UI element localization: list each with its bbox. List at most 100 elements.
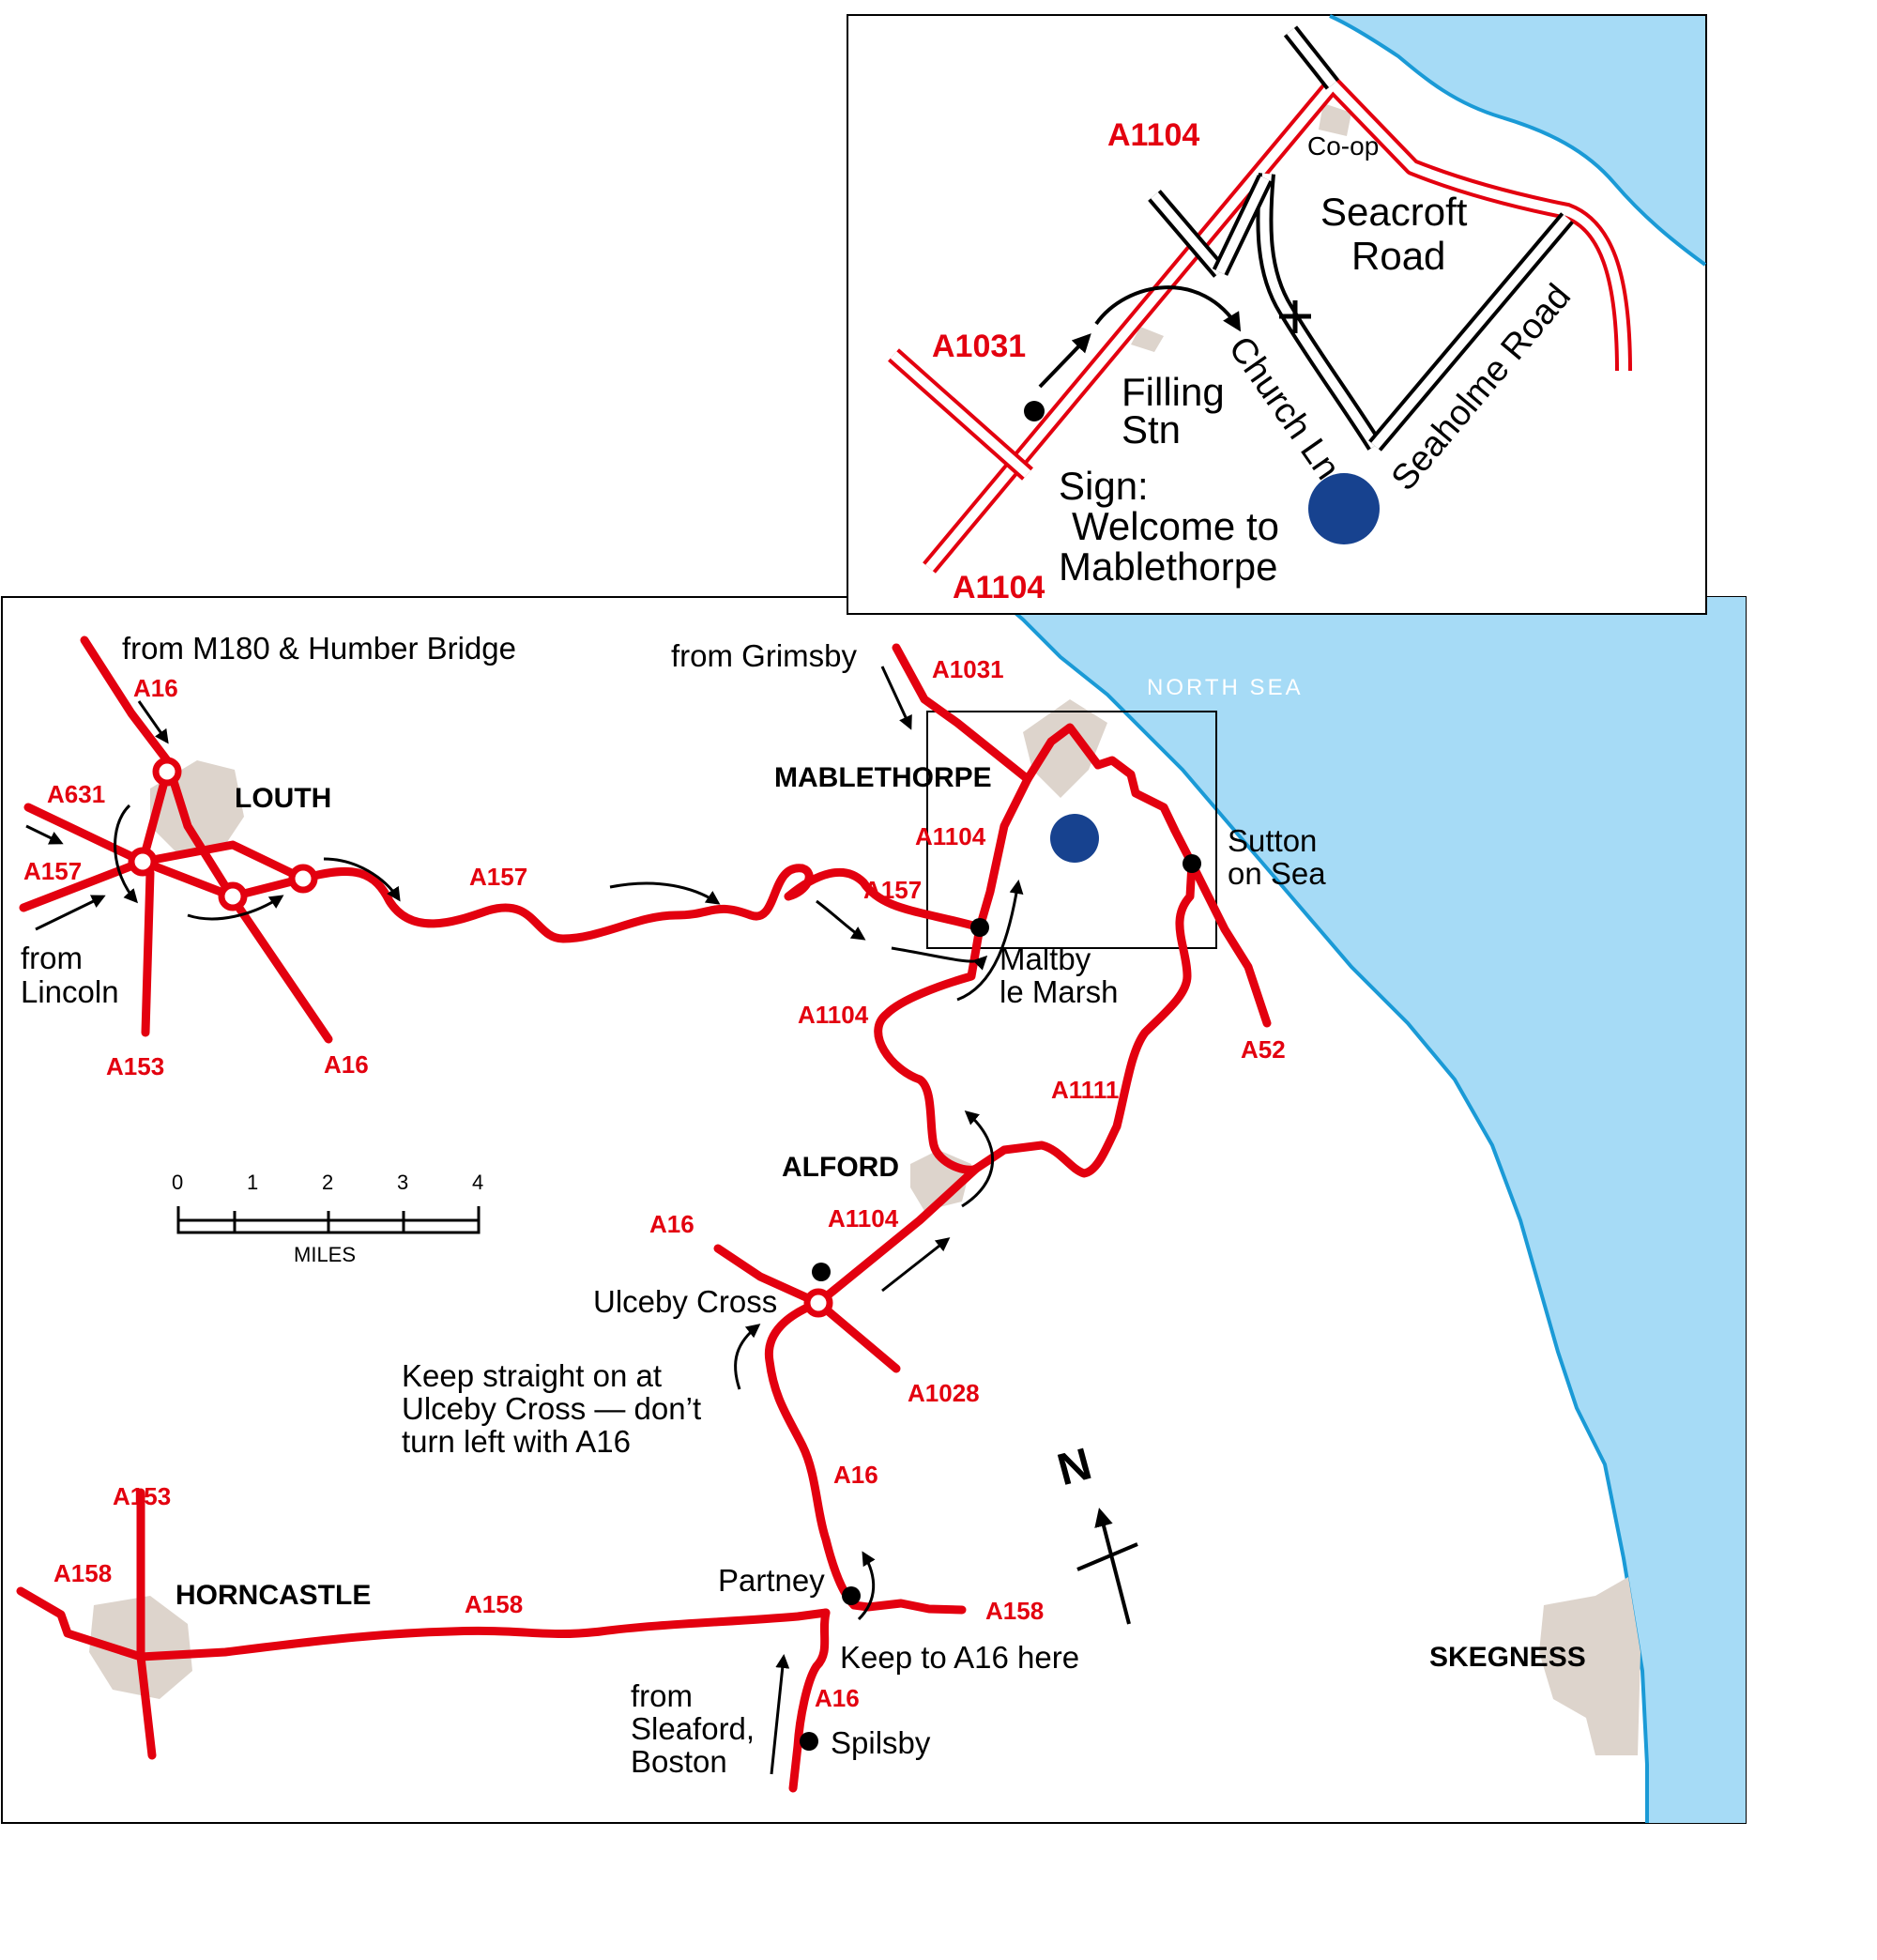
roads	[16, 635, 1272, 1793]
coastline	[995, 595, 1649, 1823]
inset-sea	[1330, 16, 1705, 265]
north-sea	[997, 597, 1746, 1823]
scale-tick-2: 2	[322, 1171, 333, 1194]
road-a1104-mablethorpe	[975, 774, 1032, 932]
road-a631	[23, 803, 147, 866]
road-a157-main	[228, 864, 984, 943]
inset-label-a1104-bottom: A1104	[953, 570, 1045, 605]
road-labels: A16 A631 A157 A153 A16 A157 A157 A1031 A…	[23, 655, 1286, 1712]
road-a16-north	[80, 635, 333, 1044]
road-label-a153-horn: A153	[113, 1482, 171, 1510]
scale-bar-line	[176, 1206, 481, 1234]
maltby-dot	[970, 918, 989, 937]
label-from-lincoln-1: from	[21, 941, 83, 975]
scale-tick-3: 3	[397, 1171, 408, 1194]
road-label-a1104-south: A1104	[798, 1001, 869, 1029]
road-a1111	[971, 859, 1197, 1178]
arrow-from-grimsby	[880, 666, 912, 730]
road-a16-partney	[764, 1298, 859, 1610]
arrow-keep-straight	[734, 1324, 761, 1390]
inset-road-top-stub-fill	[1287, 27, 1336, 88]
town-alford: ALFORD	[782, 1152, 899, 1183]
north-compass: N	[1052, 1439, 1138, 1625]
road-label-a631: A631	[47, 780, 105, 808]
north-arrow-icon	[1094, 1508, 1131, 1625]
road-mablethorpe-coast	[1023, 723, 1197, 868]
arrow-alford	[961, 1110, 994, 1208]
label-keep-straight-1: Keep straight on at	[402, 1358, 662, 1393]
inset-filling-stn-building	[1131, 327, 1164, 352]
label-partney: Partney	[718, 1563, 825, 1598]
inset-road-church-lane-fill	[1259, 173, 1380, 449]
label-from-grimsby: from Grimsby	[671, 638, 858, 673]
road-a153-horn	[136, 1488, 157, 1760]
road-a158-main	[16, 1586, 831, 1661]
label-keep-straight-2: Ulceby Cross — don’t	[402, 1391, 701, 1426]
road-label-a157-west: A157	[23, 857, 82, 885]
road-a1028	[814, 1298, 901, 1373]
arrow-from-m180	[137, 700, 169, 744]
road-a158-east	[849, 1599, 967, 1615]
label-keep-a16: Keep to A16 here	[840, 1640, 1079, 1675]
inset-local-roads	[1148, 25, 1574, 452]
road-label-a158-west: A158	[53, 1559, 112, 1587]
inset-label-seacroft-1: Seacroft	[1320, 190, 1468, 234]
inset-map: A1104 A1031 A1104 Co-op Seacroft Road Fi…	[847, 14, 1707, 615]
label-keep-straight-3: turn left with A16	[402, 1424, 631, 1459]
road-a1104-south	[874, 923, 984, 1174]
label-ulceby: Ulceby Cross	[593, 1284, 777, 1319]
road-a52	[1187, 859, 1272, 1028]
skegness-town-area	[1539, 1577, 1640, 1755]
inset-label-coop: Co-op	[1307, 131, 1379, 161]
road-louth-link-1	[138, 767, 172, 866]
road-label-a153-louth: A153	[106, 1052, 164, 1080]
inset-label-sign-1: Sign:	[1059, 464, 1149, 508]
road-a1104-alford	[814, 1164, 981, 1308]
label-spilsby: Spilsby	[831, 1725, 931, 1760]
inset-label-a1104-top: A1104	[1107, 117, 1199, 153]
road-louth-link-3	[138, 840, 308, 883]
arrow-a631	[25, 824, 64, 845]
arrow-partney	[857, 1551, 876, 1621]
inset-label-filling-2: Stn	[1122, 407, 1181, 452]
road-a16-ulceby-west	[713, 1244, 823, 1308]
arrow-from-sleaford	[770, 1654, 790, 1775]
inset-road-a1031-fill	[890, 351, 1031, 478]
direction-arrows	[25, 666, 1024, 1775]
town-horncastle: HORNCASTLE	[175, 1580, 371, 1611]
arrow-from-lincoln	[35, 895, 106, 931]
road-label-a16-louth-south: A16	[324, 1050, 369, 1079]
road-label-a1028: A1028	[908, 1379, 980, 1407]
scale-tick-0: 0	[172, 1171, 183, 1194]
arrow-a157-mid	[609, 881, 721, 905]
road-louth-link-2	[138, 857, 237, 901]
spilsby-dot	[800, 1732, 818, 1751]
inset-a-roads	[888, 78, 1632, 574]
inset-route-arrow-1	[1038, 333, 1091, 389]
road-label-a16-north: A16	[133, 674, 178, 702]
road-label-a1031: A1031	[932, 655, 1004, 683]
arrow-louth-around	[114, 804, 139, 904]
label-from-sleaford-1: from	[631, 1678, 693, 1713]
road-a1031	[892, 643, 1032, 784]
roundabout-louth-south	[218, 881, 248, 911]
inset-route-arrow-2	[1094, 285, 1242, 332]
inset-road-a1104-diagonal-fill	[925, 81, 1628, 572]
inset-coop-building	[1319, 103, 1351, 136]
road-label-a158-east: A158	[985, 1597, 1044, 1625]
church-icon	[1279, 300, 1311, 333]
road-a157-west	[19, 857, 147, 912]
road-label-a1104-mab: A1104	[915, 822, 986, 850]
sutton-dot	[1183, 854, 1201, 873]
inset-road-cross-left-fill	[1151, 191, 1224, 276]
road-label-a16-partney: A16	[833, 1461, 878, 1489]
main-map: NORTH SEA	[1, 595, 1747, 1824]
inset-road-labels: A1104 A1031 A1104	[932, 117, 1199, 605]
roundabout-louth-west	[128, 847, 158, 877]
scale-bar: 0 1 2 3 4 MILES	[172, 1171, 483, 1266]
arrow-louth-south	[187, 895, 284, 921]
road-a16-spilsby	[788, 1608, 831, 1793]
compass-crossbar	[1076, 1542, 1138, 1571]
label-sutton-1: Sutton	[1228, 823, 1317, 858]
town-mablethorpe: MABLETHORPE	[774, 762, 992, 793]
